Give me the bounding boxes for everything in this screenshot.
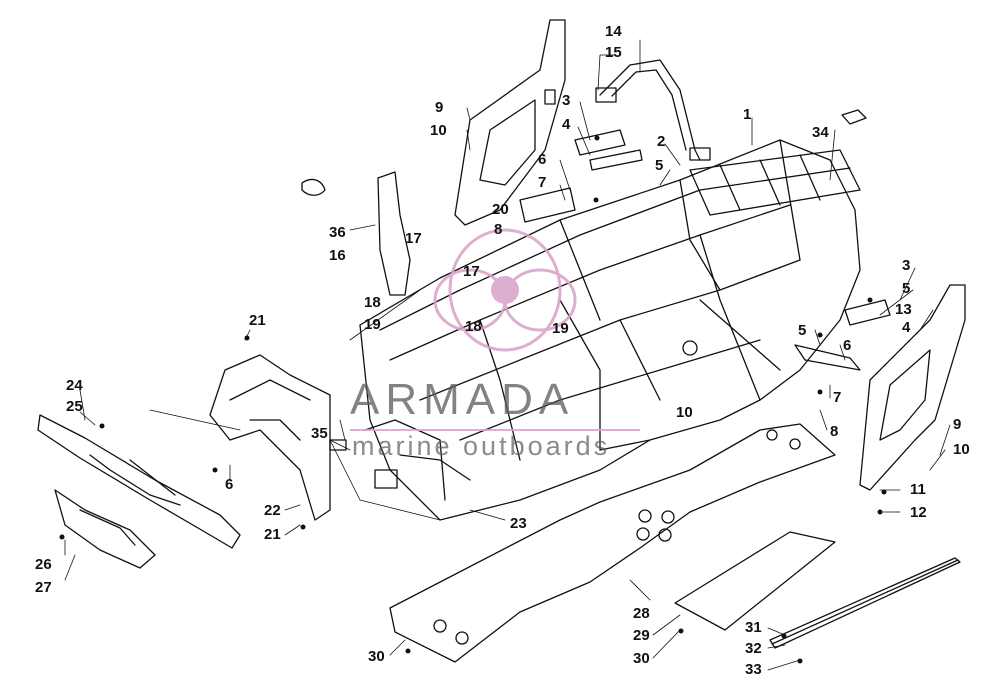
- callout-32: 32: [745, 640, 762, 657]
- callout-1: 1: [743, 106, 752, 123]
- rops-rear-left: [454, 19, 566, 226]
- callout-10c: 10: [953, 441, 970, 458]
- callout-19a: 19: [364, 316, 381, 333]
- callout-4b: 4: [902, 319, 911, 336]
- callout-28: 28: [633, 605, 650, 622]
- rops-front-right: [859, 284, 966, 491]
- callout-5: 5: [655, 157, 664, 174]
- callout-30b: 30: [633, 650, 650, 667]
- callout-25: 25: [66, 398, 83, 415]
- floor-skid-plate: [389, 423, 836, 663]
- callout-29: 29: [633, 627, 650, 644]
- front-brush-guard: [54, 489, 156, 569]
- watermark-title: ARMADA: [350, 375, 575, 424]
- callout-17a: 17: [405, 230, 422, 247]
- callout-10b: 10: [676, 404, 693, 421]
- callout-14: 14: [605, 23, 622, 40]
- callout-5b: 5: [902, 280, 911, 297]
- callout-34: 34: [812, 124, 829, 141]
- callout-31: 31: [745, 619, 762, 636]
- rocker-strip: [769, 557, 961, 649]
- callout-4: 4: [562, 116, 571, 133]
- watermark-logo: [350, 228, 640, 431]
- callout-18a: 18: [364, 294, 381, 311]
- bracket-hardware-front: [794, 299, 891, 371]
- callout-2: 2: [657, 133, 666, 150]
- callout-6: 6: [538, 151, 547, 168]
- callout-16: 16: [329, 247, 346, 264]
- main-frame: [359, 139, 861, 521]
- front-bumper: [37, 414, 241, 549]
- callout-12: 12: [910, 504, 927, 521]
- callout-36: 36: [329, 224, 346, 241]
- callout-20: 20: [492, 201, 509, 218]
- callout-13: 13: [895, 301, 912, 318]
- fastener-dots: [59, 135, 887, 664]
- callout-26: 26: [35, 556, 52, 573]
- callout-5c: 5: [798, 322, 807, 339]
- callout-35: 35: [311, 425, 328, 442]
- plate-34: [841, 109, 867, 125]
- callout-33: 33: [745, 661, 762, 678]
- callout-9: 9: [435, 99, 444, 116]
- callout-15: 15: [605, 44, 622, 61]
- plate-35: [329, 439, 347, 451]
- callout-27: 27: [35, 579, 52, 596]
- callout-11: 11: [910, 481, 926, 498]
- callout-23: 23: [510, 515, 527, 532]
- callout-21b: 21: [264, 526, 281, 543]
- callout-3b: 3: [902, 257, 911, 274]
- seat-belt-strap: [301, 178, 326, 196]
- side-panel-left: [377, 171, 411, 296]
- front-frame-bracket: [209, 354, 331, 521]
- callout-19b: 19: [552, 320, 569, 337]
- callout-24: 24: [66, 377, 83, 394]
- callout-18b: 18: [465, 318, 482, 335]
- leader-lines: [64, 39, 951, 671]
- bracket-hardware-rear: [519, 129, 643, 223]
- upper-roll-bar: [595, 59, 711, 161]
- callout-8: 8: [494, 221, 503, 238]
- callout-6c: 6: [843, 337, 852, 354]
- side-skid-plate: [674, 531, 836, 631]
- callout-8b: 8: [830, 423, 839, 440]
- callout-7: 7: [538, 174, 547, 191]
- callout-17b: 17: [463, 263, 480, 280]
- callout-21a: 21: [249, 312, 266, 329]
- callout-7b: 7: [833, 389, 842, 406]
- callout-9b: 9: [953, 416, 962, 433]
- callout-22: 22: [264, 502, 281, 519]
- callout-6b: 6: [225, 476, 234, 493]
- callout-3: 3: [562, 92, 571, 109]
- callout-30a: 30: [368, 648, 385, 665]
- watermark-subtitle: marine outboards: [352, 431, 611, 461]
- callout-10: 10: [430, 122, 447, 139]
